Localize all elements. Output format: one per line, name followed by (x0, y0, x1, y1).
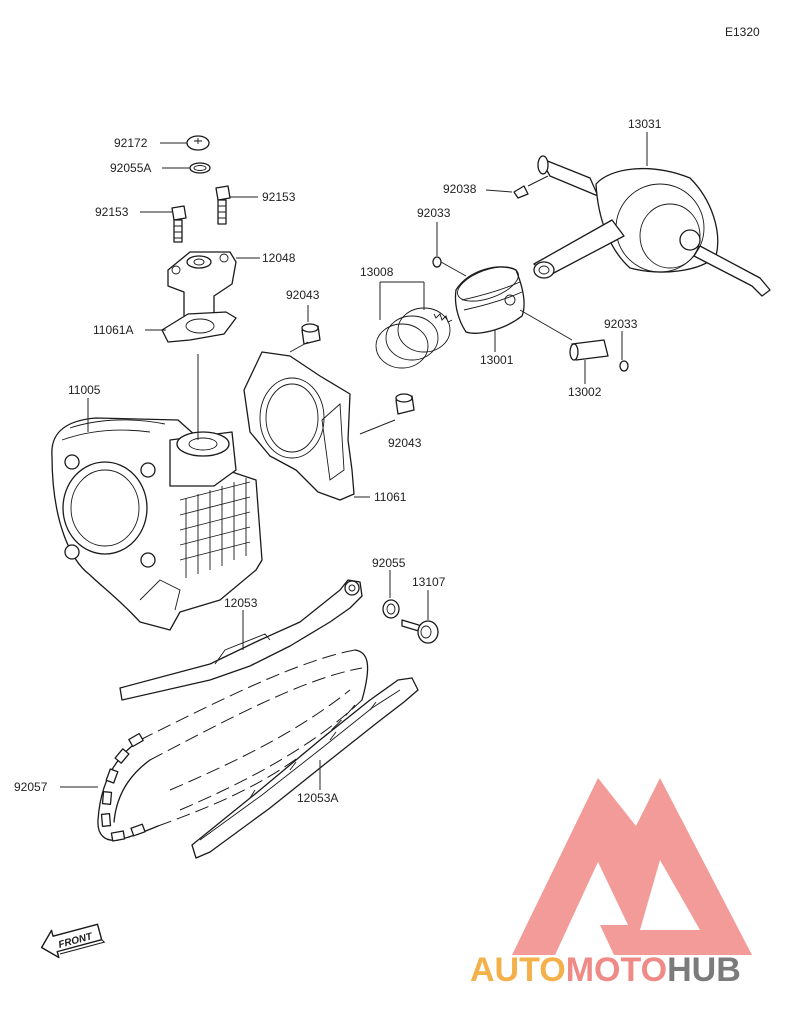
label-11061: 11061 (374, 490, 407, 504)
dowel-92043-bottom-drawing (395, 393, 415, 415)
crankshaft-13031-drawing (533, 155, 771, 297)
label-12053: 12053 (224, 596, 258, 610)
bolt-13107-drawing (401, 619, 439, 644)
chain-links (100, 732, 146, 842)
watermark-inner-triangle (640, 860, 700, 930)
tensioner-12048-drawing (167, 251, 237, 323)
cam-chain-drawing (97, 649, 369, 842)
watermark-triangle (512, 778, 752, 955)
label-92057: 92057 (14, 780, 48, 794)
label-13107: 13107 (412, 575, 446, 589)
chain-guide-12053A-drawing (191, 677, 419, 859)
leader-lines (60, 132, 648, 790)
label-13031: 13031 (628, 117, 662, 131)
label-92153-left: 92153 (95, 205, 129, 219)
bolt-92153-left-drawing (171, 205, 187, 243)
label-11061A: 11061A (93, 323, 133, 337)
label-92038: 92038 (443, 182, 477, 196)
label-92043-bottom: 92043 (388, 436, 422, 450)
circlip-92033-right-drawing (619, 360, 629, 372)
dowel-92043-top-drawing (301, 323, 321, 345)
cylinder-11005-drawing (51, 417, 263, 631)
part-labels: 92172 92055A 92153 92153 12048 11061A 11… (14, 117, 662, 805)
label-13002: 13002 (568, 385, 602, 399)
watermark-auto: AUTO (470, 951, 566, 989)
piston-13001-drawing (454, 266, 525, 334)
label-92172: 92172 (114, 136, 148, 150)
oring-92055-drawing (382, 599, 400, 619)
label-13001: 13001 (480, 353, 514, 367)
label-12048: 12048 (262, 251, 296, 265)
gasket-11061A-drawing (161, 311, 237, 343)
chain-guide-12053-drawing (119, 579, 363, 701)
label-12053A: 12053A (297, 791, 338, 805)
bolt-92153-right-drawing (215, 185, 231, 225)
watermark-moto: MOTO (566, 951, 667, 989)
label-11005: 11005 (68, 383, 101, 397)
key-92038-drawing (513, 185, 529, 199)
gasket-11061-drawing (243, 351, 355, 501)
screw-92172-drawing (186, 135, 210, 151)
circlip-92033-left-drawing (432, 256, 442, 268)
front-arrow-badge: FRONT (40, 923, 106, 959)
label-92055A: 92055A (110, 161, 151, 175)
oring-92055A-drawing (189, 162, 211, 174)
label-92033-left: 92033 (417, 206, 451, 220)
watermark-logo: AUTOMOTOHUB (470, 778, 752, 989)
label-92055: 92055 (372, 556, 406, 570)
label-92043-top: 92043 (286, 288, 320, 302)
diagram-code: E1320 (725, 25, 760, 39)
label-92033-right: 92033 (604, 317, 638, 331)
label-92153-right: 92153 (262, 190, 296, 204)
watermark-text: AUTOMOTOHUB (470, 951, 741, 989)
piston-rings-13008-drawing (375, 307, 453, 369)
label-13008: 13008 (360, 265, 394, 279)
watermark-hub: HUB (667, 951, 741, 989)
piston-pin-13002-drawing (569, 339, 609, 361)
